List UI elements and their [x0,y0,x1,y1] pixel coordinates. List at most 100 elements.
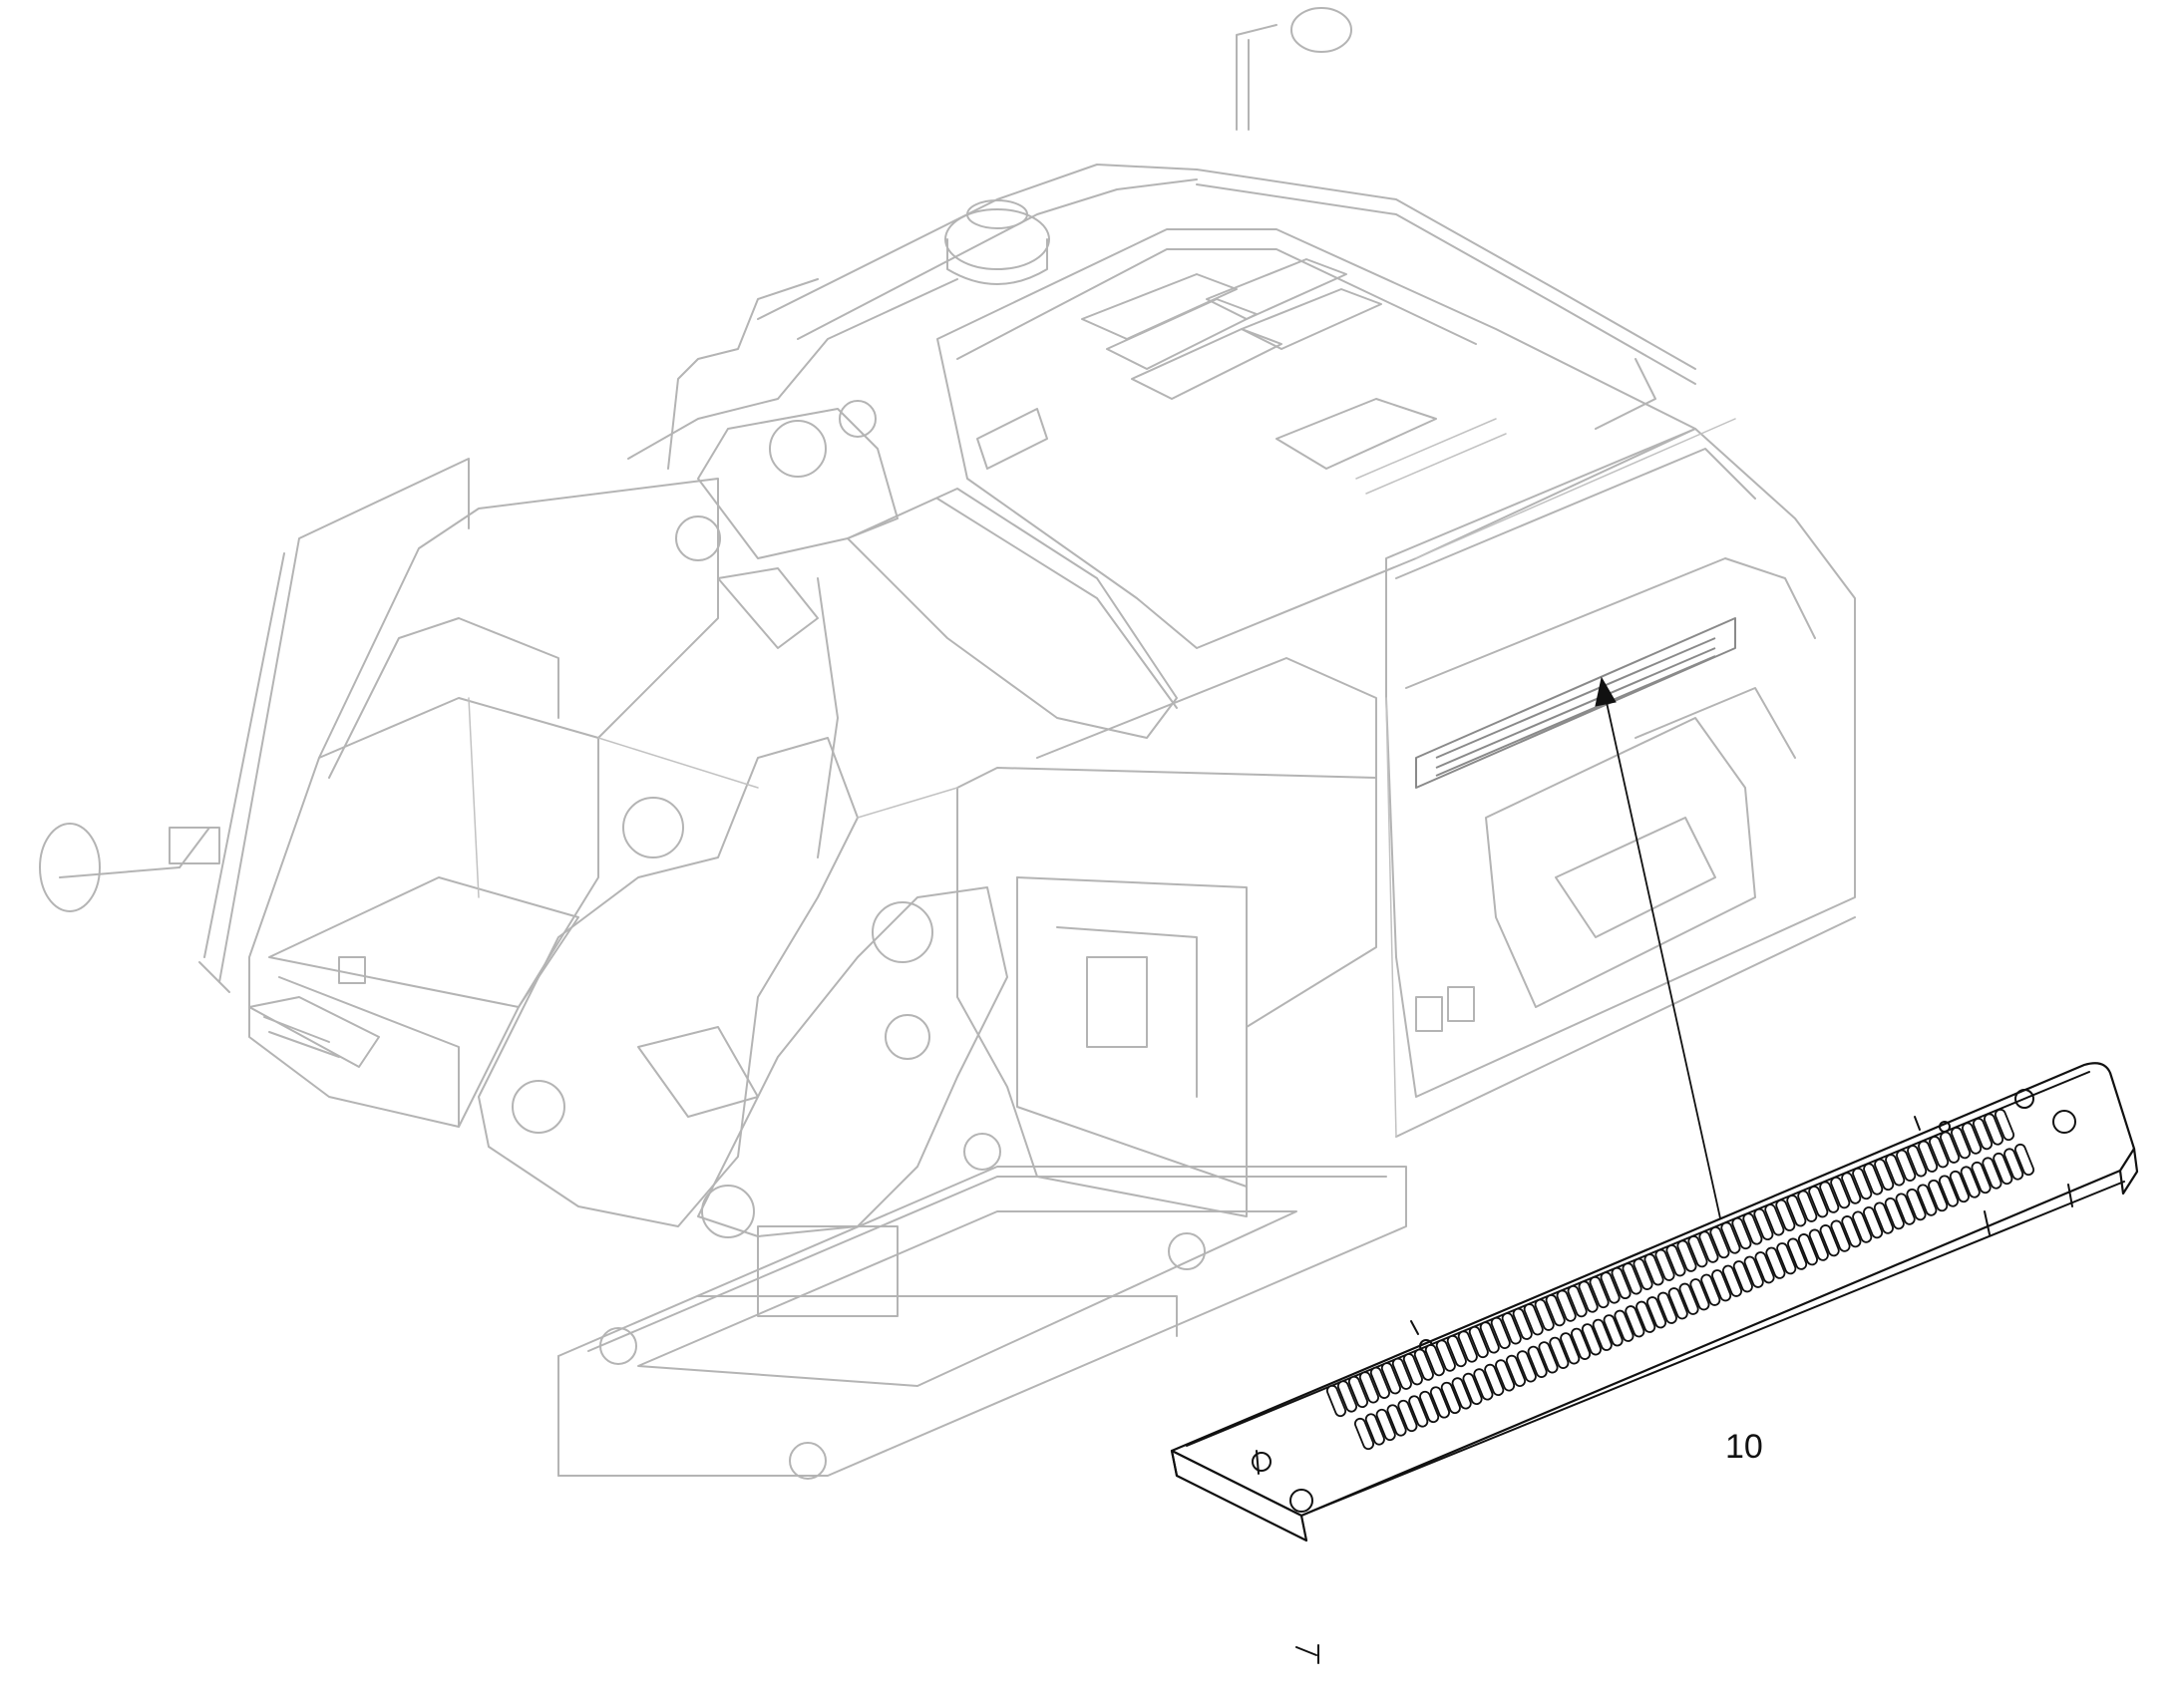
grille-slot [1581,1323,1602,1356]
grille-slot [1983,1113,2004,1146]
grille-slot [1949,1170,1970,1203]
callout-part-10: 10 [1725,1428,1763,1466]
grille-slot [1571,1327,1592,1360]
grille-slot [1633,1257,1653,1290]
grille-slot [1440,1381,1461,1415]
grille-slot [1545,1294,1566,1327]
grille-slot [1994,1108,2015,1142]
grille-slot [2013,1143,2035,1177]
grille-slot [1830,1219,1851,1252]
grille-slot [1907,1145,1928,1178]
grille-slot [1643,1253,1664,1286]
grille-slot [1413,1348,1434,1381]
grille-slot [1711,1269,1732,1302]
grille-slot [1479,1321,1500,1354]
grille-slot [1928,1179,1949,1212]
grille-slot [1884,1196,1905,1230]
grille-slot [1874,1158,1895,1192]
grille-slot [1353,1417,1375,1451]
grille-slot [1940,1131,1961,1164]
grille-slot [1753,1207,1774,1241]
grille-slot [1592,1318,1613,1351]
grille-slot [1689,1278,1710,1311]
grille-slot [1895,1193,1916,1225]
grille-slot [1336,1380,1358,1413]
grille-slot [1754,1251,1775,1284]
part-10-grille-panel [1170,1062,2139,1664]
grille-slot [1375,1408,1396,1442]
grille-slot [1973,1117,1994,1151]
grille-slot [1656,1291,1677,1324]
grille-slot [1676,1239,1697,1272]
grille-slot [1501,1312,1522,1345]
grille-slot [1397,1399,1418,1433]
grille-slot [1698,1230,1719,1263]
grille-slot [1424,1344,1445,1377]
grille-slot [1611,1266,1632,1300]
grille-slot [1906,1188,1927,1221]
grille-slot [1534,1298,1555,1331]
grille-slot [1490,1316,1511,1349]
grille-slot [1917,1184,1938,1216]
grille-slot [1484,1363,1505,1397]
grille-slot [1687,1235,1708,1268]
grille-slot [1731,1216,1752,1250]
grille-slot [1775,1198,1796,1231]
grille-slot [1446,1334,1467,1368]
machine-frame-ghost [39,7,1856,1480]
grille-slot [1721,1264,1743,1297]
grille-slot [1873,1201,1894,1234]
grille-slot [1645,1296,1667,1329]
grille-slot [1951,1127,1972,1160]
grille-slot [1364,1413,1385,1446]
grille-slot [1457,1330,1478,1363]
grille-slot [1635,1300,1656,1333]
grille-slot [1709,1225,1730,1259]
grille-slot [1667,1287,1688,1320]
grille-slot [1787,1237,1808,1270]
grille-slot [1896,1149,1917,1182]
grille-slot [1982,1157,2002,1190]
grille-slot [1523,1303,1544,1336]
grille-slot [1325,1384,1347,1418]
grille-slot [1560,1332,1581,1365]
grille-slot [1603,1314,1624,1347]
grille-slot [1776,1242,1797,1275]
grille-slot [1358,1371,1379,1404]
grille-slot [1939,1175,1960,1207]
grille-slot [1852,1210,1873,1243]
grille-slot [1765,1246,1786,1279]
grille-slot [1819,1181,1840,1213]
grille-slot [1797,1233,1818,1266]
grille-slot [1654,1248,1675,1281]
grille-slot [1538,1341,1559,1374]
grille-slot [2003,1148,2024,1181]
grille-slot [1567,1284,1588,1318]
leader-line [1605,697,1736,1287]
grille-slot [1929,1136,1950,1169]
grille-slot [1918,1140,1939,1173]
grille-slots-lower-row [1353,1143,2035,1451]
grille-slot [1665,1244,1686,1277]
grille-slot [1732,1260,1753,1293]
grille-slot [1402,1353,1423,1386]
grille-slot [1614,1309,1635,1342]
grille-slot [1495,1359,1516,1392]
grille-slot [1435,1339,1456,1372]
grille-slot [1830,1177,1851,1209]
grille-slot [1742,1212,1763,1245]
grille-slot [1993,1152,2013,1186]
grille-slot [1527,1345,1548,1378]
grille-slot [1819,1224,1840,1257]
grille-slot [1808,1186,1829,1218]
grille-slot [1625,1305,1645,1338]
leader-arrowhead [1595,676,1617,707]
grille-slot [1797,1190,1818,1222]
grille-slot [1743,1255,1764,1288]
grille-slot [1589,1275,1610,1309]
grille-slot [1347,1375,1368,1409]
grille-slot [1600,1271,1621,1304]
grille-slot [1462,1372,1483,1406]
grille-slot [1516,1350,1537,1383]
